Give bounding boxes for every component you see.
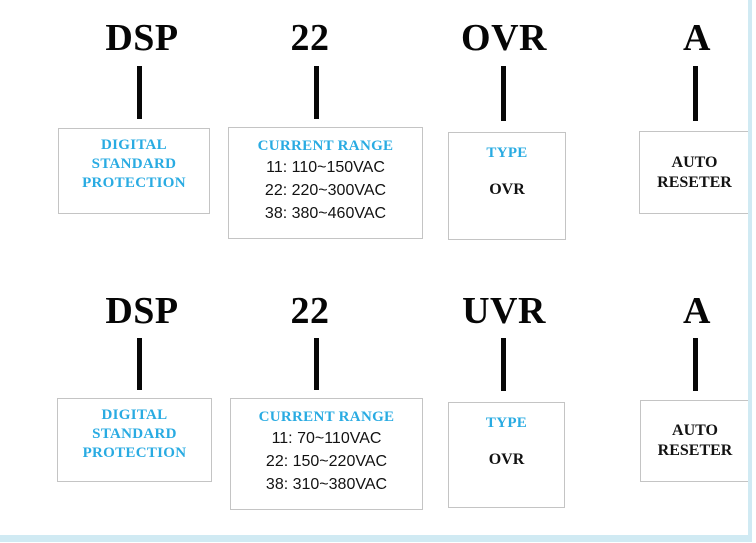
segment-description-box-auto-reseter: AUTO RESETER <box>640 400 750 482</box>
model-code-segment-dsp: DSP <box>105 17 179 59</box>
description-line: STANDARD <box>91 156 177 172</box>
segment-description-box-dsp: DIGITAL STANDARD PROTECTION <box>58 128 210 214</box>
box-title: TYPE <box>485 415 528 431</box>
connector-line <box>314 66 319 119</box>
segment-description-box-type: TYPE OVR <box>448 402 565 508</box>
connector-line <box>137 338 142 390</box>
model-code-segment-reset: A <box>683 290 711 332</box>
description-line: DIGITAL <box>101 407 168 423</box>
connector-line <box>501 66 506 121</box>
segment-description-box-current-range: CURRENT RANGE 11: 110~150VAC 22: 220~300… <box>228 127 423 239</box>
model-code-segment-dsp: DSP <box>105 290 179 332</box>
segment-description-box-type: TYPE OVR <box>448 132 566 240</box>
model-code-segment-type: UVR <box>462 290 546 332</box>
connector-line <box>693 66 698 121</box>
segment-description-box-auto-reseter: AUTO RESETER <box>639 131 750 214</box>
model-code-segment-type: OVR <box>461 17 547 59</box>
type-value: OVR <box>489 181 525 198</box>
connector-line <box>693 338 698 391</box>
type-value: OVR <box>488 451 525 468</box>
model-code-segment-current: 22 <box>290 290 330 332</box>
description-line: PROTECTION <box>82 445 187 461</box>
description-line: AUTO <box>672 422 718 439</box>
range-option: 38: 380~460VAC <box>264 205 387 222</box>
segment-description-box-current-range: CURRENT RANGE 11: 70~110VAC 22: 150~220V… <box>230 398 423 510</box>
range-option: 22: 220~300VAC <box>264 182 387 199</box>
page-edge-accent-bottom <box>0 535 752 542</box>
segment-description-box-dsp: DIGITAL STANDARD PROTECTION <box>57 398 212 482</box>
connector-line <box>314 338 319 390</box>
box-title: CURRENT RANGE <box>258 409 395 425</box>
range-option: 11: 110~150VAC <box>266 159 385 176</box>
description-line: DIGITAL <box>100 137 167 153</box>
connector-line <box>137 66 142 119</box>
range-option: 11: 70~110VAC <box>271 430 382 447</box>
connector-line <box>501 338 506 391</box>
description-line: STANDARD <box>92 426 177 442</box>
box-title: CURRENT RANGE <box>257 138 394 154</box>
model-code-segment-current: 22 <box>290 17 330 59</box>
model-code-segment-reset: A <box>683 17 711 59</box>
box-title: TYPE <box>486 145 528 161</box>
description-line: PROTECTION <box>82 175 186 191</box>
page-edge-accent-right <box>748 0 752 542</box>
description-line: RESETER <box>657 442 733 459</box>
range-option: 38: 310~380VAC <box>265 476 388 493</box>
description-line: AUTO <box>671 153 718 171</box>
description-line: RESETER <box>657 173 732 191</box>
range-option: 22: 150~220VAC <box>265 453 388 470</box>
